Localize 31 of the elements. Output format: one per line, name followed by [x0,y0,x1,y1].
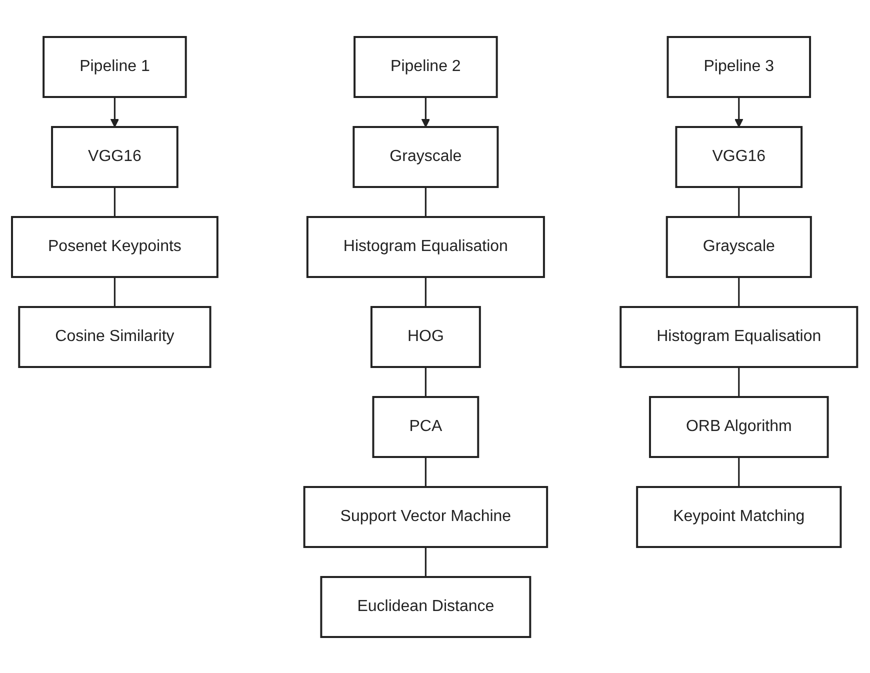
node-box: Pipeline 3 [667,36,812,98]
connector [425,186,427,216]
node-box: Histogram Equalisation [306,216,546,278]
arrow [110,96,120,127]
arrow [734,96,744,127]
node-box: Euclidean Distance [320,576,532,638]
node-box: Grayscale [353,126,500,188]
node-box: HOG [370,306,482,368]
node-box: Keypoint Matching [636,486,842,548]
arrow [422,96,430,127]
node-box: Posenet Keypoints [11,216,219,278]
connector [425,276,427,306]
connector [738,366,740,396]
connector [114,276,116,306]
node-box: Pipeline 2 [354,36,498,98]
node-box: Grayscale [666,216,812,278]
node-box: Cosine Similarity [18,306,212,368]
connector [738,276,740,306]
connector [738,456,740,486]
connector [425,456,427,486]
node-box: VGG16 [676,126,803,188]
node-box: Pipeline 1 [43,36,188,98]
connector [425,366,427,396]
connector [738,186,740,216]
connector [114,186,116,216]
node-box: Histogram Equalisation [620,306,859,368]
connector [425,546,427,576]
node-box: ORB Algorithm [649,396,830,458]
node-box: VGG16 [51,126,179,188]
node-box: PCA [372,396,480,458]
node-box: Support Vector Machine [304,486,548,548]
